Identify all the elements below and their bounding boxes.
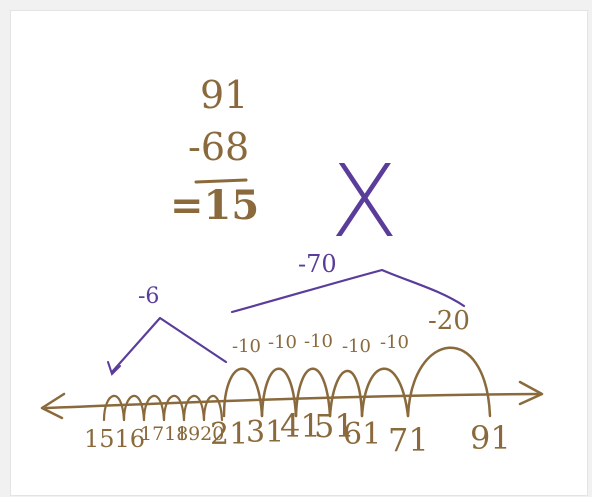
tick-label: 21 <box>210 417 249 452</box>
worksheet-paper <box>10 10 588 496</box>
jump-label: -10 <box>232 336 261 357</box>
tick-label: 31 <box>246 415 285 450</box>
number-line <box>44 392 542 410</box>
tick-label: 51 <box>314 407 355 445</box>
right-arrowhead <box>518 380 544 406</box>
jump-label: -10 <box>380 332 409 353</box>
jump-label: -20 <box>428 306 470 336</box>
subtraction-result: =15 <box>170 182 260 229</box>
jump-label: -10 <box>342 336 371 357</box>
tick-label: 61 <box>343 417 382 452</box>
jump-label: -10 <box>268 332 297 353</box>
small-jump-brace <box>110 316 228 374</box>
subtraction-bar <box>194 178 248 184</box>
tick-label: 91 <box>470 419 511 457</box>
tick-label: 1920 <box>176 423 225 445</box>
tick-label: 1516 <box>84 425 146 453</box>
small-hops <box>102 394 224 422</box>
tick-label: 1718 <box>140 423 189 445</box>
tick-label: 71 <box>388 421 429 459</box>
small-jump-arrow <box>107 361 121 376</box>
tick-label: 41 <box>280 407 321 445</box>
small-jump-label: -6 <box>138 284 160 309</box>
crossed-mark: X <box>330 143 399 260</box>
subtrahend: -68 <box>188 125 250 169</box>
left-arrowhead <box>40 392 66 420</box>
jump-label: -10 <box>304 331 333 352</box>
big-hops <box>222 346 492 418</box>
big-jump-label: -70 <box>298 250 337 278</box>
big-jump-brace <box>230 268 466 314</box>
minuend: 91 <box>200 73 249 117</box>
